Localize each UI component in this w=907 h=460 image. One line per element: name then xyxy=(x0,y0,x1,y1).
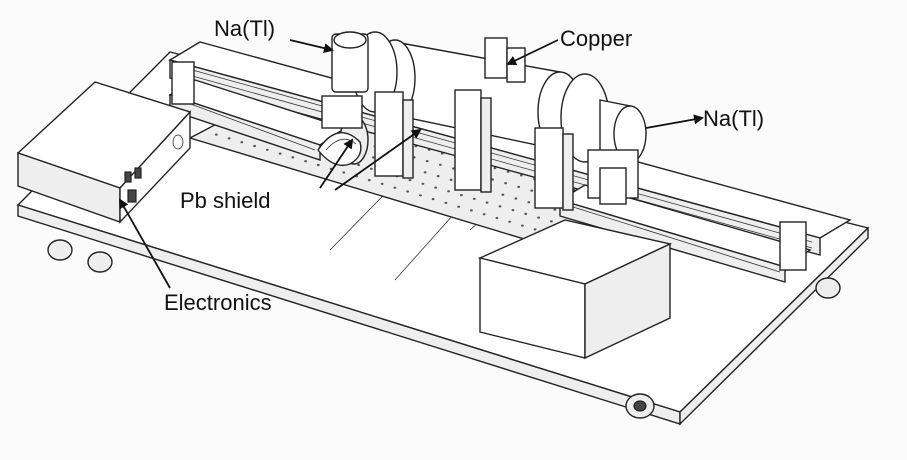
breadboard-hole xyxy=(253,144,256,148)
breadboard-hole xyxy=(501,193,505,196)
breadboard-hole xyxy=(527,201,531,204)
breadboard-hole xyxy=(227,137,231,140)
breadboard-hole xyxy=(457,205,460,208)
label-copper: Copper xyxy=(560,26,633,51)
breadboard-hole xyxy=(444,201,448,204)
breadboard-hole xyxy=(521,224,524,227)
breadboard-hole xyxy=(533,228,537,231)
arrow-electronics xyxy=(119,198,171,289)
breadboard-hole xyxy=(514,197,518,200)
breadboard-hole xyxy=(506,170,510,173)
breadboard-hole xyxy=(371,156,375,159)
breadboard-hole xyxy=(438,163,442,166)
breadboard-hole xyxy=(485,201,489,204)
breadboard-hole xyxy=(214,133,218,136)
breadboard-hole xyxy=(511,209,515,212)
breadboard-hole xyxy=(431,198,435,201)
breadboard-hole xyxy=(419,194,422,197)
label-pb-shield: Pb shield xyxy=(180,188,271,213)
label-nai-right: Na(Tl) xyxy=(703,106,765,131)
breadboard-hole xyxy=(367,179,371,182)
breadboard-hole xyxy=(342,171,346,174)
breadboard-hole xyxy=(357,163,360,167)
breadboard-hole xyxy=(380,182,384,185)
front-rails xyxy=(168,61,812,283)
breadboard-hole xyxy=(278,152,282,155)
breadboard-hole xyxy=(449,178,453,181)
breadboard-hole xyxy=(370,167,373,170)
breadboard-hole xyxy=(530,189,534,192)
breadboard-hole xyxy=(406,190,409,193)
breadboard-hole xyxy=(240,141,244,144)
breadboard-hole xyxy=(316,163,320,167)
breadboard-hole xyxy=(508,220,511,223)
breadboard-hole xyxy=(470,209,473,212)
breadboard-hole xyxy=(436,175,440,178)
breadboard-hole xyxy=(460,194,463,197)
breadboard-hole xyxy=(504,182,507,185)
breadboard-hole xyxy=(472,197,476,200)
breadboard-hole xyxy=(482,213,486,216)
callout-arrows xyxy=(119,39,704,289)
breadboard-hole xyxy=(393,186,397,189)
breadboard-hole xyxy=(408,179,412,182)
breadboard-hole xyxy=(447,190,450,193)
breadboard-hole xyxy=(524,212,528,215)
arrow-pb-shield-2 xyxy=(334,128,422,191)
breadboard-hole xyxy=(495,216,499,220)
right-detector xyxy=(587,99,647,205)
breadboard-hole xyxy=(550,220,553,223)
arrow-nai-right xyxy=(645,114,704,129)
breadboard-hole xyxy=(434,186,438,189)
breadboard-hole xyxy=(519,174,523,177)
breadboard-hole xyxy=(265,148,269,151)
breadboard-hole xyxy=(493,167,497,170)
arrow-pb-shield-1 xyxy=(319,138,354,189)
caster-wheels xyxy=(47,239,841,419)
breadboard-hole xyxy=(425,160,429,163)
front-box xyxy=(477,219,673,360)
breadboard-hole xyxy=(291,156,295,159)
breadboard-hole xyxy=(491,178,494,181)
breadboard-hole xyxy=(421,182,425,185)
electronics-box xyxy=(16,81,192,224)
breadboard-hole xyxy=(423,171,427,174)
breadboard-hole xyxy=(498,205,502,208)
breadboard-hole xyxy=(304,160,307,163)
breadboard-hole xyxy=(537,216,540,219)
breadboard-hole xyxy=(452,167,455,170)
label-nai-left: Na(Tl) xyxy=(214,16,276,41)
breadboard-hole xyxy=(517,185,521,188)
label-electronics: Electronics xyxy=(164,290,272,315)
arrow-nai-left xyxy=(289,39,334,54)
breadboard-hole xyxy=(553,208,557,211)
arrow-copper xyxy=(506,39,559,66)
